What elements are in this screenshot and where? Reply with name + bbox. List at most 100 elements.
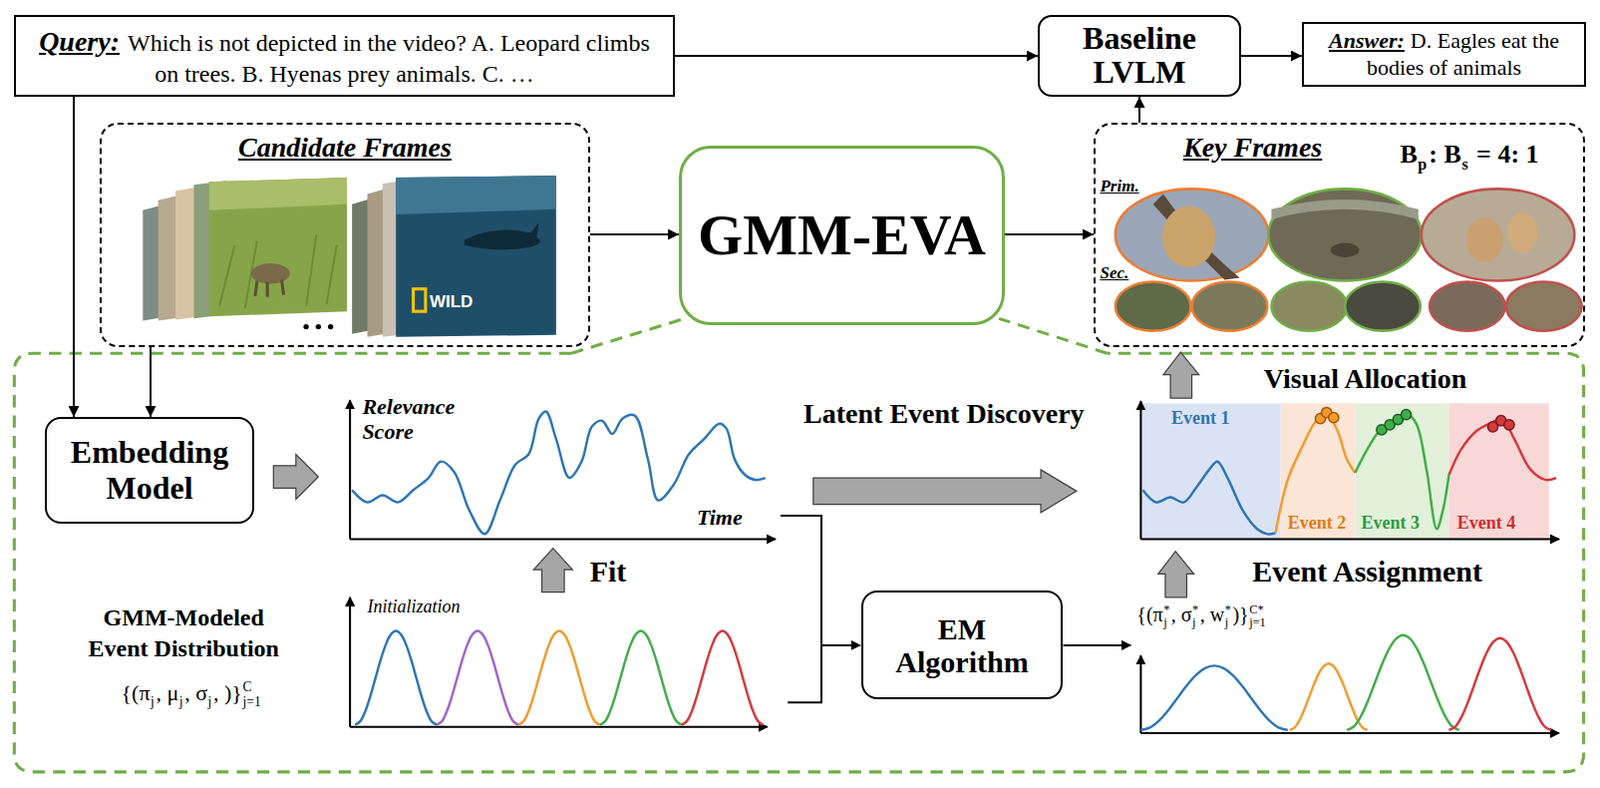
- score-curve: [351, 410, 766, 534]
- flow-arrow: [1004, 233, 1094, 236]
- event-label: Event 3: [1360, 512, 1420, 534]
- stack-slot: j=1: [1249, 616, 1267, 630]
- stack-slot: [1417, 139, 1427, 157]
- event-band: [1354, 402, 1449, 539]
- key-frame-photo: [1115, 282, 1192, 331]
- score-curve: [1142, 461, 1276, 535]
- key-frame-photo: [1162, 206, 1216, 268]
- score-curve: [1140, 664, 1287, 729]
- flow-arrow: [72, 96, 75, 417]
- score-curve: [1354, 413, 1449, 530]
- sub-sup-stack: *j: [1225, 603, 1232, 630]
- formula-part: s: [1461, 155, 1468, 173]
- logo-text: WILD: [429, 292, 473, 313]
- stack-slot: j: [150, 694, 155, 709]
- answer-box: Answer:D. Eagles eat the bodies of anima…: [1301, 21, 1587, 87]
- frame-panel: Candidate Frames: [99, 122, 591, 347]
- key-frame-photo: [1429, 282, 1506, 331]
- formula: {(πj, μj, σj, )}Cj=1: [120, 679, 263, 709]
- box-text: EM Algorithm: [871, 612, 1053, 678]
- sub-sup-stack: *j: [1192, 603, 1199, 630]
- candidate-frame-photo: [395, 175, 557, 215]
- stack-slot: j: [1163, 616, 1170, 630]
- stack-slot: [179, 679, 184, 694]
- key-frame-photo: [1466, 217, 1504, 263]
- candidate-frame-photo: [255, 279, 285, 297]
- stack-slot: j: [208, 694, 213, 709]
- candidate-frame-photo: [395, 175, 557, 337]
- box-text: Key Frames: [1183, 130, 1322, 165]
- box-text: GMM-EVA: [697, 203, 986, 268]
- chart-axis: [348, 597, 351, 727]
- formula-part: , w: [1200, 603, 1225, 626]
- formula-part: : B: [1428, 139, 1462, 169]
- stack-slot: [150, 679, 155, 694]
- sub-sup-stack: p: [1417, 139, 1427, 174]
- stack-slot: j=1: [242, 694, 261, 709]
- key-frame-photo: [1153, 193, 1241, 280]
- formula: {(π*j, σ*j, w*j)}C*j=1: [1136, 602, 1268, 630]
- stack-slot: j: [1192, 616, 1199, 630]
- key-frame-photo: [1344, 282, 1421, 331]
- key-frame-photo: [1115, 188, 1270, 281]
- score-curve: [354, 631, 437, 725]
- formula-part: j=1: [1249, 615, 1267, 630]
- sub-sup-stack: j: [179, 679, 184, 709]
- chart-label: Initialization: [366, 596, 460, 618]
- key-frame-photo: [1421, 188, 1576, 281]
- text-wrap: Baseline LVLM: [1047, 21, 1232, 89]
- formula-part: *: [1163, 602, 1170, 617]
- zoom-region: [13, 318, 1584, 771]
- candidate-frame-photo: [219, 234, 337, 309]
- block-arrow: [1163, 351, 1200, 398]
- text-wrap: Embedding Model: [54, 434, 245, 505]
- zoom-region: [13, 352, 1584, 772]
- stack-slot: *: [1225, 603, 1232, 617]
- stack-slot: p: [1417, 156, 1427, 174]
- box-text: Baseline LVLM: [1047, 21, 1232, 89]
- candidate-frame-photo: [327, 323, 333, 329]
- candidate-frame-photo: [413, 289, 426, 313]
- box-text: Embedding Model: [54, 434, 245, 505]
- formula-part: C: [242, 678, 252, 694]
- chart-axis: [1139, 400, 1142, 539]
- candidate-frame-photo: [209, 177, 347, 211]
- stack-slot: [208, 679, 213, 694]
- box-text: Candidate Frames: [238, 130, 452, 165]
- block-arrow: [1158, 551, 1195, 598]
- formula-part: j: [208, 693, 213, 709]
- key-frame-photo: [1192, 282, 1269, 331]
- stack-slot: [1461, 139, 1468, 157]
- row-label: Sec.: [1099, 263, 1129, 284]
- illustration-group: [13, 175, 1584, 772]
- candidate-frame-photo: [464, 222, 541, 250]
- stack-slot: s: [1461, 156, 1468, 174]
- formula-part: j: [1225, 615, 1229, 630]
- formula-part: {(π: [120, 679, 150, 705]
- key-frame-photo: [1507, 212, 1539, 254]
- flow-arrow: [149, 346, 152, 417]
- flow-wire: [780, 515, 822, 702]
- formula-part: *: [1192, 602, 1199, 617]
- formula-part: )}: [1232, 603, 1249, 626]
- formula-part: *: [1225, 602, 1232, 617]
- flow-arrow: [1138, 96, 1141, 123]
- chart-axis: [1140, 537, 1560, 540]
- key-frame-photo: [1330, 243, 1360, 258]
- model-box: Embedding Model: [44, 416, 255, 524]
- flow-wire: [821, 643, 861, 646]
- sub-sup-stack: s: [1461, 139, 1468, 174]
- sub-sup-stack: *j: [1163, 603, 1170, 630]
- candidate-frame-photo: [303, 323, 309, 329]
- formula-part: , σ: [184, 679, 208, 705]
- score-curve: [1346, 635, 1460, 730]
- event-band: [1140, 402, 1280, 539]
- formula-part: j: [179, 693, 184, 709]
- chart-axis: [1140, 731, 1560, 734]
- query-box: Query:Which is not depicted in the video…: [13, 14, 675, 97]
- event-band: [1449, 402, 1550, 539]
- row-label: Prim.: [1099, 176, 1139, 197]
- step-label: Visual Allocation: [1264, 362, 1468, 395]
